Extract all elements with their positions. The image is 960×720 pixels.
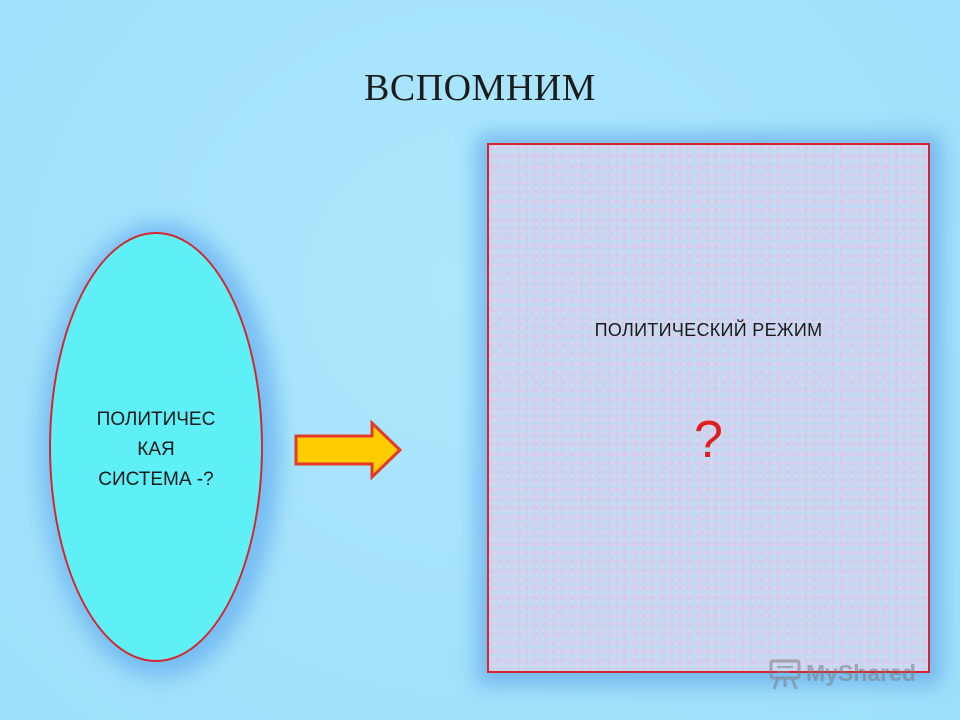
right-arrow-icon	[294, 420, 403, 480]
ellipse-label-line-3: СИСТЕМА -?	[98, 469, 214, 490]
political-regime-box	[487, 143, 930, 673]
ellipse-label: ПОЛИТИЧЕС КАЯ СИСТЕМА -?	[49, 405, 263, 495]
ellipse-label-line-1: ПОЛИТИЧЕС	[96, 409, 216, 430]
question-mark: ?	[694, 411, 723, 469]
political-system-ellipse	[49, 232, 263, 662]
watermark: MyShared	[768, 657, 938, 693]
box-heading: ПОЛИТИЧЕСКИЙ РЕЖИМ	[594, 320, 823, 340]
slide-title: ВСПОМНИМ	[363, 67, 597, 109]
ellipse-label-line-2: КАЯ	[137, 439, 175, 460]
presentation-board-icon	[769, 659, 801, 690]
watermark-text: MyShared	[806, 660, 916, 686]
